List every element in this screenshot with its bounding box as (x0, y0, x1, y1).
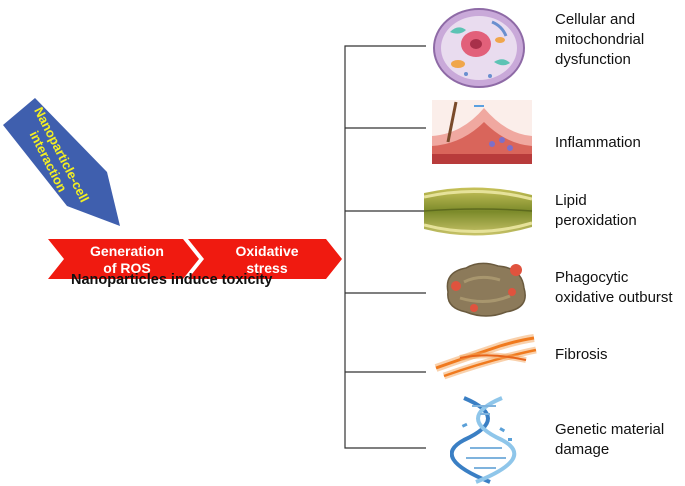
chevron-oxidative-stress (188, 239, 342, 279)
effect-6-line1: Genetic material (555, 421, 665, 438)
effect-3-line1: Lipid (555, 192, 587, 209)
effect-4-line2: oxidative outburst (555, 289, 673, 306)
chevron-generation-of-ros (48, 239, 199, 279)
effect-6-line2: damage (555, 441, 610, 458)
diagram-caption: Nanoparticles induce toxicity (71, 272, 273, 288)
input-arrow-shape (3, 98, 120, 226)
chevron-1-line1: Generation (90, 243, 164, 259)
effect-inflammation: Inflammation (555, 133, 641, 153)
chevron-2-line2: stress (246, 260, 288, 276)
effect-phagocytic-oxidative-outburst: Phagocytic oxidative outburst (555, 268, 673, 308)
lipid-bilayer-icon (424, 187, 532, 236)
effect-cellular-mitochondrial-dysfunction: Cellular and mitochondrial dysfunction (555, 10, 644, 70)
chevron-2-text: Oxidative stress (212, 243, 322, 277)
effect-fibrosis: Fibrosis (555, 345, 608, 365)
effect-lipid-peroxidation: Lipid peroxidation (555, 191, 637, 231)
effect-1-line3: dysfunction (555, 51, 631, 68)
dna-icon (450, 396, 517, 484)
inflammation-icon (432, 100, 532, 164)
chevron-1-line2: of ROS (103, 260, 151, 276)
effect-1-line2: mitochondrial (555, 31, 645, 48)
effect-1-line1: Cellular and (555, 11, 636, 28)
effect-4-line1: Phagocytic (555, 269, 629, 286)
cell-icon (433, 8, 525, 88)
phagocyte-icon (446, 262, 526, 317)
effect-3-line2: peroxidation (555, 212, 637, 229)
chevron-1-text: Generation of ROS (72, 243, 182, 277)
bracket-connector (344, 45, 426, 449)
fibrosis-icon (434, 334, 537, 380)
effect-5-line1: Fibrosis (555, 346, 608, 363)
chevron-2-line1: Oxidative (235, 243, 299, 259)
effect-2-line1: Inflammation (555, 134, 641, 151)
effect-genetic-material-damage: Genetic material damage (555, 420, 664, 460)
